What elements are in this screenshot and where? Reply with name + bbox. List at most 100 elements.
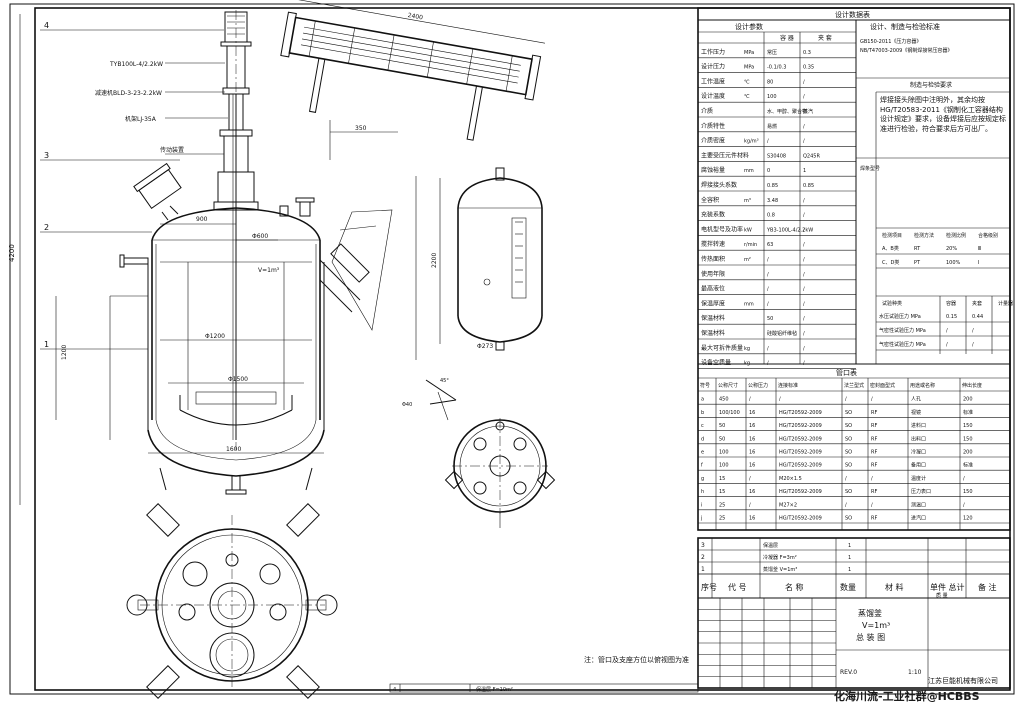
param-vessel: 100 <box>767 94 777 100</box>
test-header: 计量器 <box>998 300 1013 307</box>
drawing-frame <box>34 7 1011 691</box>
param-jacket: / <box>803 272 805 278</box>
vessel-elevation: TYB100L-4/2.2kW 减速机BLD-3-23-2.2kW 机架LJ-3… <box>8 10 370 505</box>
test-jacket: / <box>972 328 974 334</box>
param-unit: kg <box>744 346 750 352</box>
title-name2: V=1m³ <box>862 621 890 630</box>
nozzle-cell: SO <box>845 489 852 495</box>
param-jacket: 0.35 <box>803 65 814 71</box>
bom-name: 保温层 <box>763 542 778 549</box>
test-header: 容器 <box>946 300 956 307</box>
param-name: 设计压力 <box>701 63 725 71</box>
param-name: 焊接接头系数 <box>701 181 737 189</box>
dim-phi1200: Φ1200 <box>205 333 225 340</box>
callout-1: 1 <box>44 340 49 349</box>
param-name: 保温厚度 <box>701 299 725 307</box>
dim-receiver-height: 2200 <box>431 253 438 268</box>
param-jacket: / <box>803 94 805 100</box>
param-vessel: -0.1/0.3 <box>767 65 786 71</box>
insp-cell: RT <box>914 246 921 252</box>
nozzle-cell: SO <box>845 436 852 442</box>
param-vessel: 0.8 <box>767 213 775 219</box>
nozzle-cell: 15 <box>719 476 725 482</box>
nozzle-cell: 16 <box>749 423 755 429</box>
dim-receiver-dia: Φ273 <box>477 343 493 350</box>
dim-height: 4200 <box>8 244 16 262</box>
param-name: 全容积 <box>701 196 719 204</box>
leader-reducer: 减速机BLD-3-23-2.2kW <box>95 89 162 97</box>
title-name3: 总 装 图 <box>856 632 885 642</box>
callout-2: 2 <box>44 223 49 232</box>
nozzle-cell: / <box>963 502 965 508</box>
nozzle-title: 管口表 <box>836 368 857 377</box>
nozzle-cell: 测温口 <box>911 501 926 508</box>
nozzle-cell: g <box>701 476 704 482</box>
param-name: 搅拌转速 <box>701 240 725 248</box>
param-unit: r/min <box>744 242 757 248</box>
param-jacket: / <box>803 331 805 337</box>
nozzle-cell: 16 <box>749 450 755 456</box>
dim-350: 350 <box>355 125 367 132</box>
title-name1: 蒸馏釜 <box>858 608 882 618</box>
bom-qty: 1 <box>848 543 851 549</box>
insp-cell: 20% <box>946 246 957 252</box>
nozzle-cell: RF <box>871 436 877 442</box>
dim-phi600: Φ600 <box>252 233 268 240</box>
nozzle-cell: c <box>701 423 704 429</box>
bom-weight-unit: 质 量 <box>936 592 948 599</box>
col-vessel: 容 器 <box>780 34 794 42</box>
nozzle-cell: / <box>749 502 751 508</box>
nozzle-cell: 16 <box>749 463 755 469</box>
param-name: 最高液位 <box>701 285 725 293</box>
nozzle-header: 用途或名称 <box>910 382 935 389</box>
nozzle-cell: 视镜 <box>911 409 921 416</box>
param-vessel: 水、甲醇、聚合物 <box>767 108 807 115</box>
test-header: 试验种类 <box>882 300 902 307</box>
bom-header: 序号 <box>701 582 717 592</box>
standard-title: 设计、制造与检验标准 <box>870 22 940 31</box>
param-unit: MPa <box>744 50 754 56</box>
standards-text-2: NB/T47003-2009《钢制焊接常压容器》 <box>860 47 952 54</box>
nozzle-cell: / <box>749 397 751 403</box>
nozzle-cell: / <box>871 397 873 403</box>
nozzle-cell: / <box>845 397 847 403</box>
nozzle-cell: 16 <box>749 489 755 495</box>
param-vessel: / <box>767 287 769 293</box>
dim-900: 900 <box>196 216 208 223</box>
param-name: 使用年限 <box>701 270 725 278</box>
nozzle-cell: M20×1.5 <box>779 476 802 482</box>
nozzle-cell: 50 <box>719 436 725 442</box>
nozzle-cell: 200 <box>963 397 973 403</box>
nozzle-cell: / <box>749 476 751 482</box>
nozzle-cell: 16 <box>749 436 755 442</box>
nozzle-cell: SO <box>845 423 852 429</box>
nozzle-cell: SO <box>845 450 852 456</box>
nozzle-cell: 15 <box>719 489 725 495</box>
nozzle-cell: 150 <box>963 489 973 495</box>
param-jacket: 0.3 <box>803 50 811 56</box>
nozzle-cell: / <box>871 502 873 508</box>
bom-qty: 1 <box>848 555 851 561</box>
nozzle-cell: 450 <box>719 397 729 403</box>
param-vessel: S30408 <box>767 153 786 159</box>
title-company: 江苏巨能机械有限公司 <box>928 676 998 685</box>
param-name: 设备空质量 <box>701 359 731 367</box>
nozzle-cell: f <box>701 463 703 469</box>
nozzle-cell: / <box>963 476 965 482</box>
param-unit: m³ <box>744 198 751 204</box>
param-vessel: / <box>767 139 769 145</box>
nozzle-cell: 150 <box>963 436 973 442</box>
param-vessel: / <box>767 257 769 263</box>
bom-header: 材 料 <box>885 582 904 592</box>
nozzle-cell: 200 <box>963 450 973 456</box>
nozzle-cell: e <box>701 450 704 456</box>
param-jacket: / <box>803 346 805 352</box>
nozzle-cell: 150 <box>963 423 973 429</box>
param-vessel: 常压 <box>767 49 777 56</box>
param-name: 介质密度 <box>701 137 725 145</box>
param-name: 保温材料 <box>701 329 725 337</box>
nozzle-cell: RF <box>871 463 877 469</box>
title-scale: 1:10 <box>908 669 922 676</box>
bom-no: 2 <box>701 554 705 561</box>
